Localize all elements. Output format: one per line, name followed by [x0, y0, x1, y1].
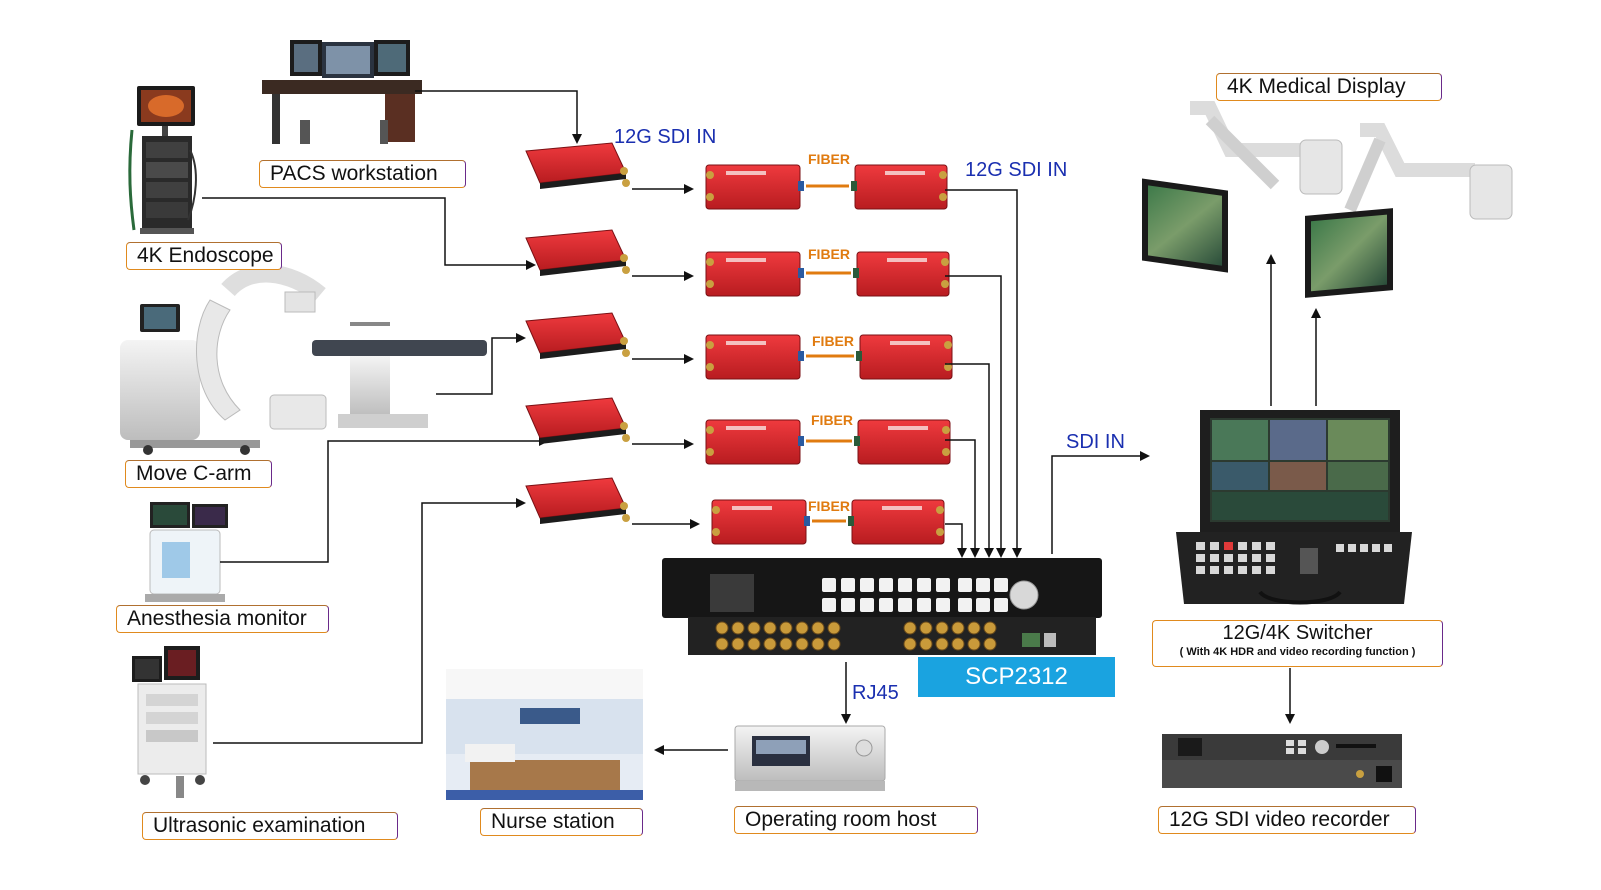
fiber-label-5: FIBER: [808, 498, 850, 514]
converter-row-4: [525, 397, 951, 465]
label-anesthesia-monitor: Anesthesia monitor: [116, 605, 329, 633]
signal-12g-sdi-in-right: 12G SDI IN: [965, 159, 1068, 181]
label-video-recorder: 12G SDI video recorder: [1158, 806, 1416, 834]
video-recorder-image: [1162, 734, 1402, 788]
label-ultrasonic-examination: Ultrasonic examination: [142, 812, 398, 840]
line-pacs: [415, 90, 582, 144]
matrix-model-badge: SCP2312: [918, 657, 1115, 697]
line-anesthesia: [220, 436, 549, 563]
label-nurse-station: Nurse station: [480, 808, 643, 836]
medical-display-image: [1142, 101, 1513, 298]
switcher-image: [1176, 410, 1412, 605]
matrix-input-lines: [945, 189, 1022, 558]
c-arm-image: [120, 264, 487, 455]
converter-row-3: [525, 312, 953, 380]
label-move-c-arm: Move C-arm: [125, 460, 272, 488]
converter-row-2: [525, 229, 950, 297]
endoscope-tower-image: [128, 86, 197, 234]
pacs-workstation-image: [262, 40, 422, 144]
line-ultrasonic: [213, 498, 526, 744]
signal-rj45: RJ45: [852, 682, 899, 704]
operating-room-host-image: [734, 725, 886, 791]
signal-12g-sdi-in-top: 12G SDI IN: [614, 126, 717, 148]
anesthesia-monitor-image: [145, 502, 228, 602]
label-4k-medical-display: 4K Medical Display: [1216, 73, 1442, 101]
label-pacs-workstation: PACS workstation: [259, 160, 466, 188]
label-switcher: 12G/4K Switcher ( With 4K HDR and video …: [1152, 620, 1443, 667]
switcher-note: ( With 4K HDR and video recording functi…: [1179, 646, 1416, 658]
converter-rows: [525, 142, 953, 545]
line-endoscope: [202, 197, 536, 270]
fiber-label-4: FIBER: [811, 412, 853, 428]
converter-row-1: [525, 142, 948, 210]
switcher-title: 12G/4K Switcher: [1222, 622, 1373, 644]
nurse-station-image: [446, 669, 643, 800]
matrix-chassis-image: [662, 558, 1102, 655]
line-sdi-out: [1051, 451, 1150, 554]
label-4k-endoscope: 4K Endoscope: [126, 242, 282, 270]
source-lines: [202, 90, 582, 744]
label-operating-room-host: Operating room host: [734, 806, 978, 834]
fiber-label-1: FIBER: [808, 151, 850, 167]
converter-row-5: [525, 477, 945, 545]
line-carm: [436, 333, 526, 395]
ultrasonic-cart-image: [132, 646, 207, 798]
fiber-label-2: FIBER: [808, 246, 850, 262]
fiber-label-3: FIBER: [812, 333, 854, 349]
signal-sdi-in: SDI IN: [1066, 431, 1125, 453]
